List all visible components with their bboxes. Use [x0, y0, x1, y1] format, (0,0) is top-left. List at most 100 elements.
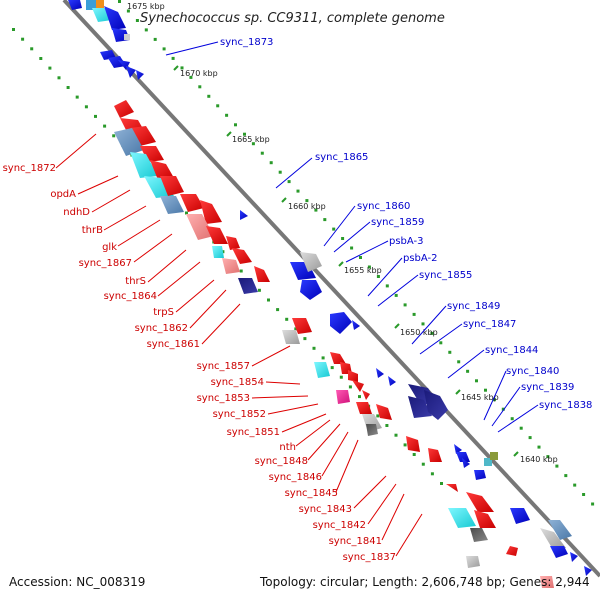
reverse-gene[interactable] [362, 390, 370, 400]
reverse-gene[interactable] [144, 176, 174, 198]
gene-label-sync-1845[interactable]: sync_1845 [285, 488, 338, 499]
forward-gene[interactable] [136, 70, 144, 80]
reverse-gene[interactable] [366, 424, 378, 436]
reverse-gene[interactable] [180, 194, 204, 212]
gene-label-sync-1859[interactable]: sync_1859 [371, 217, 424, 228]
gene-label-nth[interactable]: nth [279, 442, 296, 453]
reverse-gene[interactable] [540, 576, 554, 588]
gene-label-thrs[interactable]: thrS [125, 276, 146, 287]
reverse-gene[interactable] [428, 448, 442, 462]
reverse-gene[interactable] [186, 214, 214, 240]
reverse-gene[interactable] [376, 404, 392, 420]
forward-gene[interactable] [126, 66, 136, 78]
reverse-gene[interactable] [448, 508, 476, 528]
gene-label-sync-1867[interactable]: sync_1867 [79, 258, 132, 269]
forward-gene[interactable] [352, 320, 360, 330]
gene-label-sync-1843[interactable]: sync_1843 [299, 504, 352, 515]
forward-gene[interactable] [548, 520, 572, 540]
forward-gene[interactable] [300, 252, 322, 272]
forward-gene[interactable] [240, 210, 248, 220]
reverse-gene[interactable] [238, 278, 258, 294]
reverse-gene[interactable] [114, 100, 134, 118]
reverse-gene[interactable] [200, 200, 222, 224]
forward-gene[interactable] [68, 0, 82, 10]
forward-gene[interactable] [454, 444, 462, 454]
reverse-gene[interactable] [206, 226, 228, 244]
reverse-gene[interactable] [446, 484, 458, 492]
reverse-gene[interactable] [348, 370, 358, 382]
reverse-gene[interactable] [352, 380, 364, 392]
forward-gene[interactable] [424, 390, 448, 420]
gene-label-sync-1837[interactable]: sync_1837 [343, 552, 396, 563]
forward-gene[interactable] [96, 0, 104, 8]
forward-gene[interactable] [484, 458, 492, 466]
gene-label-sync-1841[interactable]: sync_1841 [329, 536, 382, 547]
forward-gene[interactable] [388, 376, 396, 386]
reverse-gene[interactable] [160, 196, 184, 214]
gene-label-sync-1851[interactable]: sync_1851 [227, 427, 280, 438]
reverse-gene[interactable] [466, 492, 494, 512]
reverse-gene[interactable] [222, 258, 240, 274]
gene-label-sync-1838[interactable]: sync_1838 [539, 400, 592, 411]
gene-label-sync-1853[interactable]: sync_1853 [197, 393, 250, 404]
reverse-gene[interactable] [254, 266, 270, 282]
gene-label-glk[interactable]: glk [102, 242, 117, 253]
gene-label-sync-1839[interactable]: sync_1839 [521, 382, 574, 393]
forward-gene[interactable] [86, 0, 98, 10]
forward-gene[interactable] [300, 280, 322, 300]
gene-label-sync-1849[interactable]: sync_1849 [447, 301, 500, 312]
forward-gene[interactable] [584, 566, 592, 576]
gene-label-sync-1852[interactable]: sync_1852 [213, 409, 266, 420]
gene-label-sync-1873[interactable]: sync_1873 [220, 37, 273, 48]
forward-gene[interactable] [108, 56, 126, 68]
forward-gene[interactable] [462, 458, 470, 468]
gene-label-sync-1847[interactable]: sync_1847 [463, 319, 516, 330]
reverse-gene[interactable] [150, 160, 174, 180]
gene-label-sync-1842[interactable]: sync_1842 [313, 520, 366, 531]
gene-label-ndhd[interactable]: ndhD [63, 207, 90, 218]
reverse-gene[interactable] [336, 390, 350, 404]
gene-label-sync-1864[interactable]: sync_1864 [104, 291, 157, 302]
forward-gene[interactable] [540, 528, 566, 548]
forward-gene[interactable] [510, 508, 530, 524]
gene-label-psba-2[interactable]: psbA-2 [403, 253, 438, 264]
forward-gene[interactable] [456, 452, 470, 462]
reverse-gene[interactable] [466, 556, 480, 568]
gene-label-trps[interactable]: trpS [153, 307, 174, 318]
gene-label-thrb[interactable]: thrB [82, 225, 103, 236]
gene-label-sync-1857[interactable]: sync_1857 [197, 361, 250, 372]
gene-label-psba-3[interactable]: psbA-3 [389, 236, 424, 247]
reverse-gene[interactable] [160, 176, 184, 196]
forward-gene[interactable] [408, 396, 432, 418]
gene-label-sync-1854[interactable]: sync_1854 [211, 377, 264, 388]
reverse-gene[interactable] [406, 436, 420, 452]
forward-gene[interactable] [474, 470, 486, 480]
forward-gene[interactable] [376, 368, 384, 378]
gene-label-sync-1861[interactable]: sync_1861 [147, 339, 200, 350]
reverse-gene[interactable] [114, 128, 144, 156]
reverse-gene[interactable] [130, 126, 156, 146]
gene-label-sync-1855[interactable]: sync_1855 [419, 270, 472, 281]
gene-label-sync-1848[interactable]: sync_1848 [255, 456, 308, 467]
gene-label-sync-1872[interactable]: sync_1872 [3, 163, 56, 174]
forward-gene[interactable] [550, 546, 568, 558]
forward-gene[interactable] [490, 452, 498, 460]
reverse-gene[interactable] [292, 318, 312, 334]
gene-label-opda[interactable]: opdA [50, 189, 76, 200]
reverse-gene[interactable] [470, 528, 488, 542]
forward-gene[interactable] [104, 6, 126, 30]
reverse-gene[interactable] [282, 330, 300, 344]
forward-gene[interactable] [330, 312, 352, 334]
reverse-gene[interactable] [474, 510, 496, 528]
reverse-gene[interactable] [314, 362, 330, 378]
reverse-gene[interactable] [226, 236, 240, 250]
gene-label-sync-1865[interactable]: sync_1865 [315, 152, 368, 163]
reverse-gene[interactable] [232, 248, 252, 264]
reverse-gene[interactable] [356, 402, 372, 414]
gene-label-sync-1860[interactable]: sync_1860 [357, 201, 410, 212]
reverse-gene[interactable] [506, 546, 518, 556]
gene-label-sync-1840[interactable]: sync_1840 [506, 366, 559, 377]
gene-label-sync-1844[interactable]: sync_1844 [485, 345, 538, 356]
forward-gene[interactable] [124, 34, 130, 40]
reverse-gene[interactable] [212, 246, 224, 258]
